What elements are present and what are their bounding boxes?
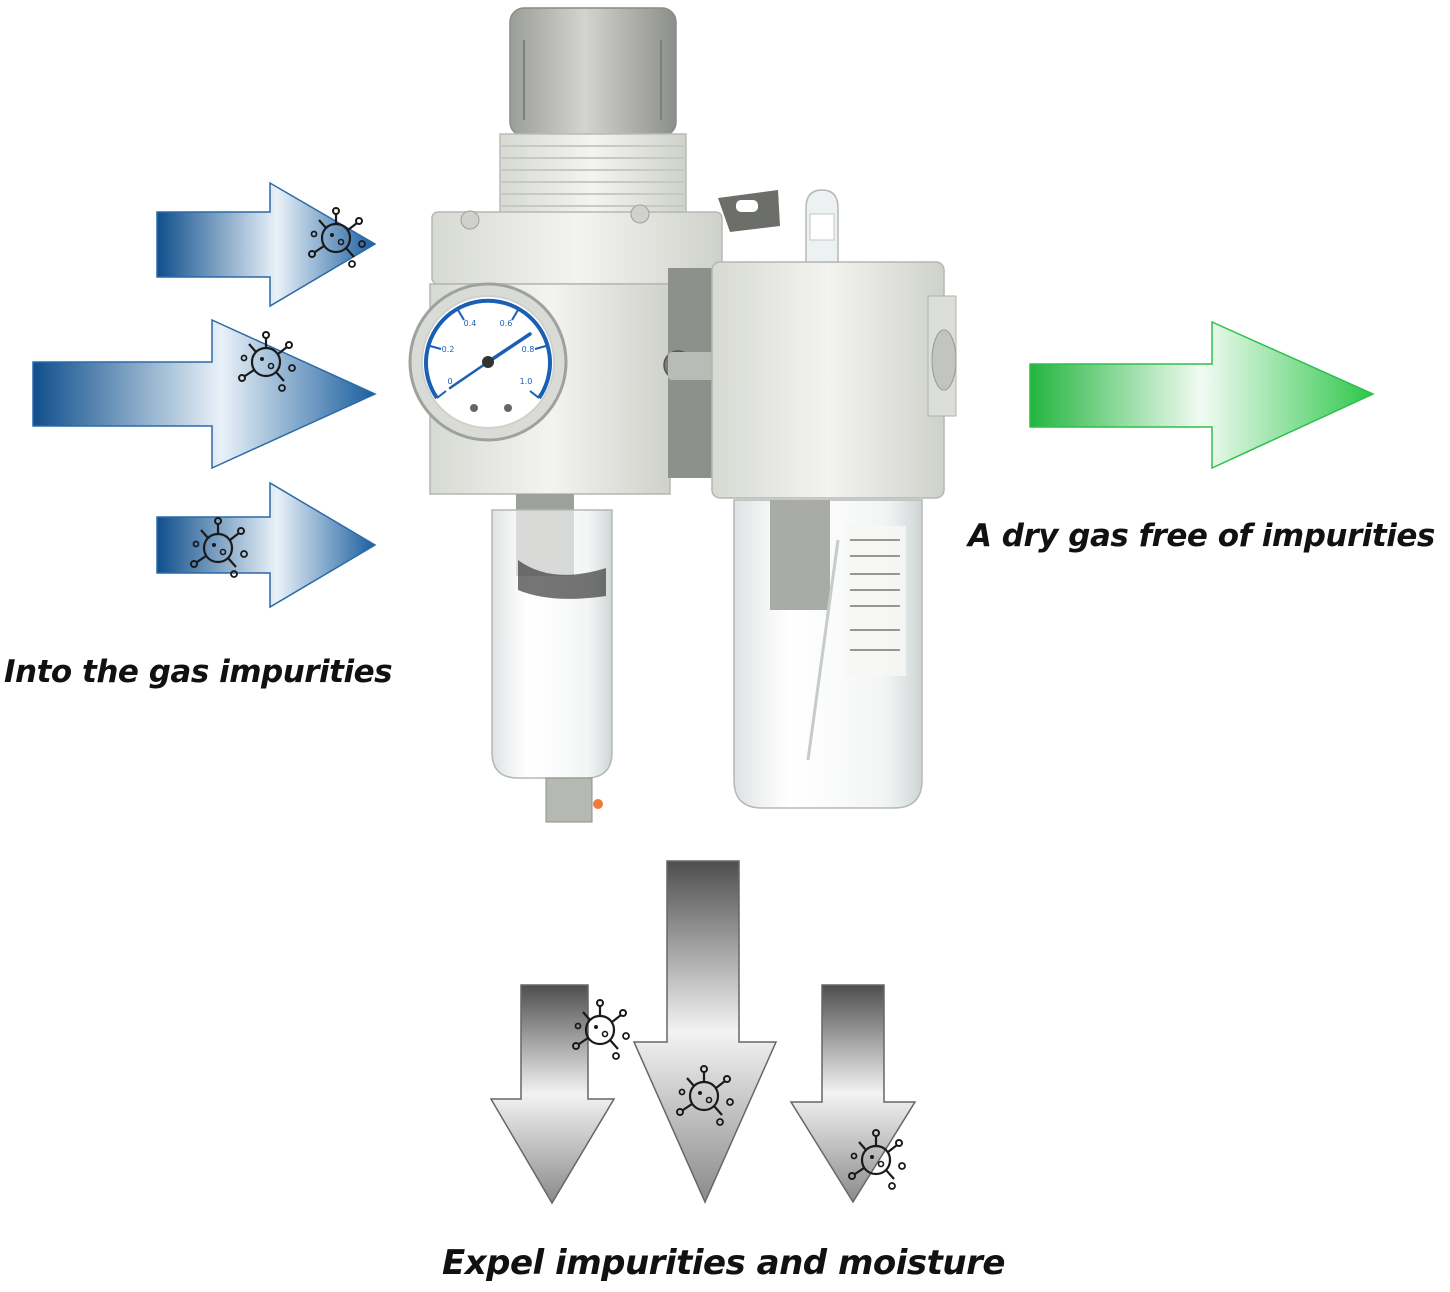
filter-bowl [491, 509, 613, 779]
warning-label [846, 526, 906, 676]
filter-regulator-unit: 0 0.2 0.4 0.6 0.8 1.0 [408, 7, 957, 823]
drain-arrows [489, 860, 917, 1205]
inlet-arrow-bottom [156, 481, 377, 609]
drain-arrow-right [789, 984, 917, 1204]
drain-arrow-center [632, 860, 778, 1204]
gauge-tick-label: 0.2 [442, 345, 455, 354]
gauge-tick-label: 0 [447, 377, 452, 386]
drain-caption: Expel impurities and moisture [442, 1243, 1005, 1283]
inlet-arrow-middle [32, 318, 377, 470]
inlet-caption: Into the gas impurities [4, 654, 393, 690]
outlet-caption: A dry gas free of impurities [968, 518, 1435, 554]
gauge-needle [486, 332, 532, 364]
drain-arrow-left [489, 984, 616, 1205]
gauge-tick-label: 0.8 [522, 345, 535, 354]
gauge-tick-label: 1.0 [520, 377, 533, 386]
outlet-arrow [1029, 320, 1375, 470]
pressure-gauge: 0 0.2 0.4 0.6 0.8 1.0 [408, 282, 568, 442]
inlet-arrow-top [156, 181, 377, 308]
gauge-tick-label: 0.6 [500, 319, 513, 328]
lubricator-body [711, 261, 945, 499]
threaded-collar [499, 133, 687, 217]
inlet-arrows [32, 181, 377, 609]
gauge-tick-label: 0.4 [464, 319, 477, 328]
regulator-knob [509, 7, 677, 137]
